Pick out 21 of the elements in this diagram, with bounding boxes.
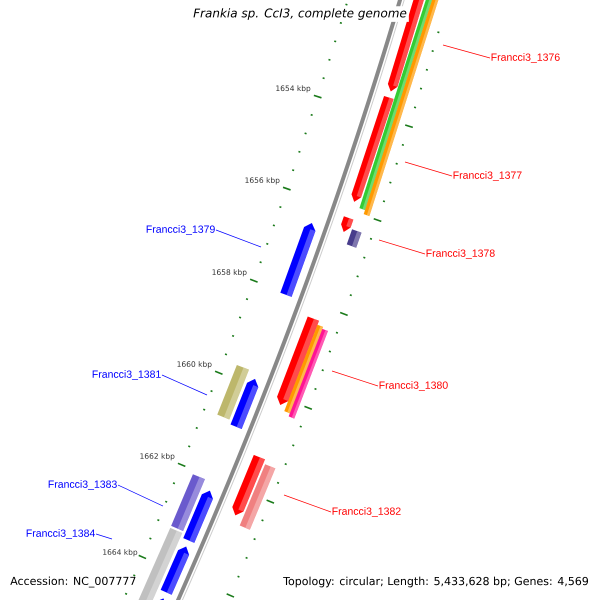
leader-line <box>332 370 378 386</box>
leader-line <box>284 494 332 512</box>
leader-line <box>442 44 490 58</box>
footer-text: Accession: NC_007777 <box>10 576 136 588</box>
gene-label: Francci3_1382 <box>332 507 401 517</box>
leader-line <box>96 534 112 540</box>
leader-line <box>162 374 208 396</box>
footer-text: Topology: circular; Length: 5,433,628 bp; Genes: 4,569 <box>283 576 588 588</box>
gene-label: Francci3_1380 <box>380 381 448 391</box>
gene-label: Francci3_1378 <box>426 249 495 259</box>
gene-label: Francci3_1377 <box>454 171 522 181</box>
gene-label: Francci3_1383 <box>48 480 117 490</box>
gene-label: Francci3_1384 <box>26 529 95 539</box>
gene-label: Francci3_1381 <box>92 370 161 380</box>
leader-line <box>216 230 262 248</box>
title: Frankia sp. CcI3, complete genome <box>191 6 409 22</box>
leader-line <box>118 484 164 506</box>
leader-line <box>404 162 452 176</box>
gene-label: Francci3_1376 <box>492 53 560 63</box>
gene-label: Francci3_1379 <box>146 225 215 235</box>
leader-line <box>378 240 426 254</box>
